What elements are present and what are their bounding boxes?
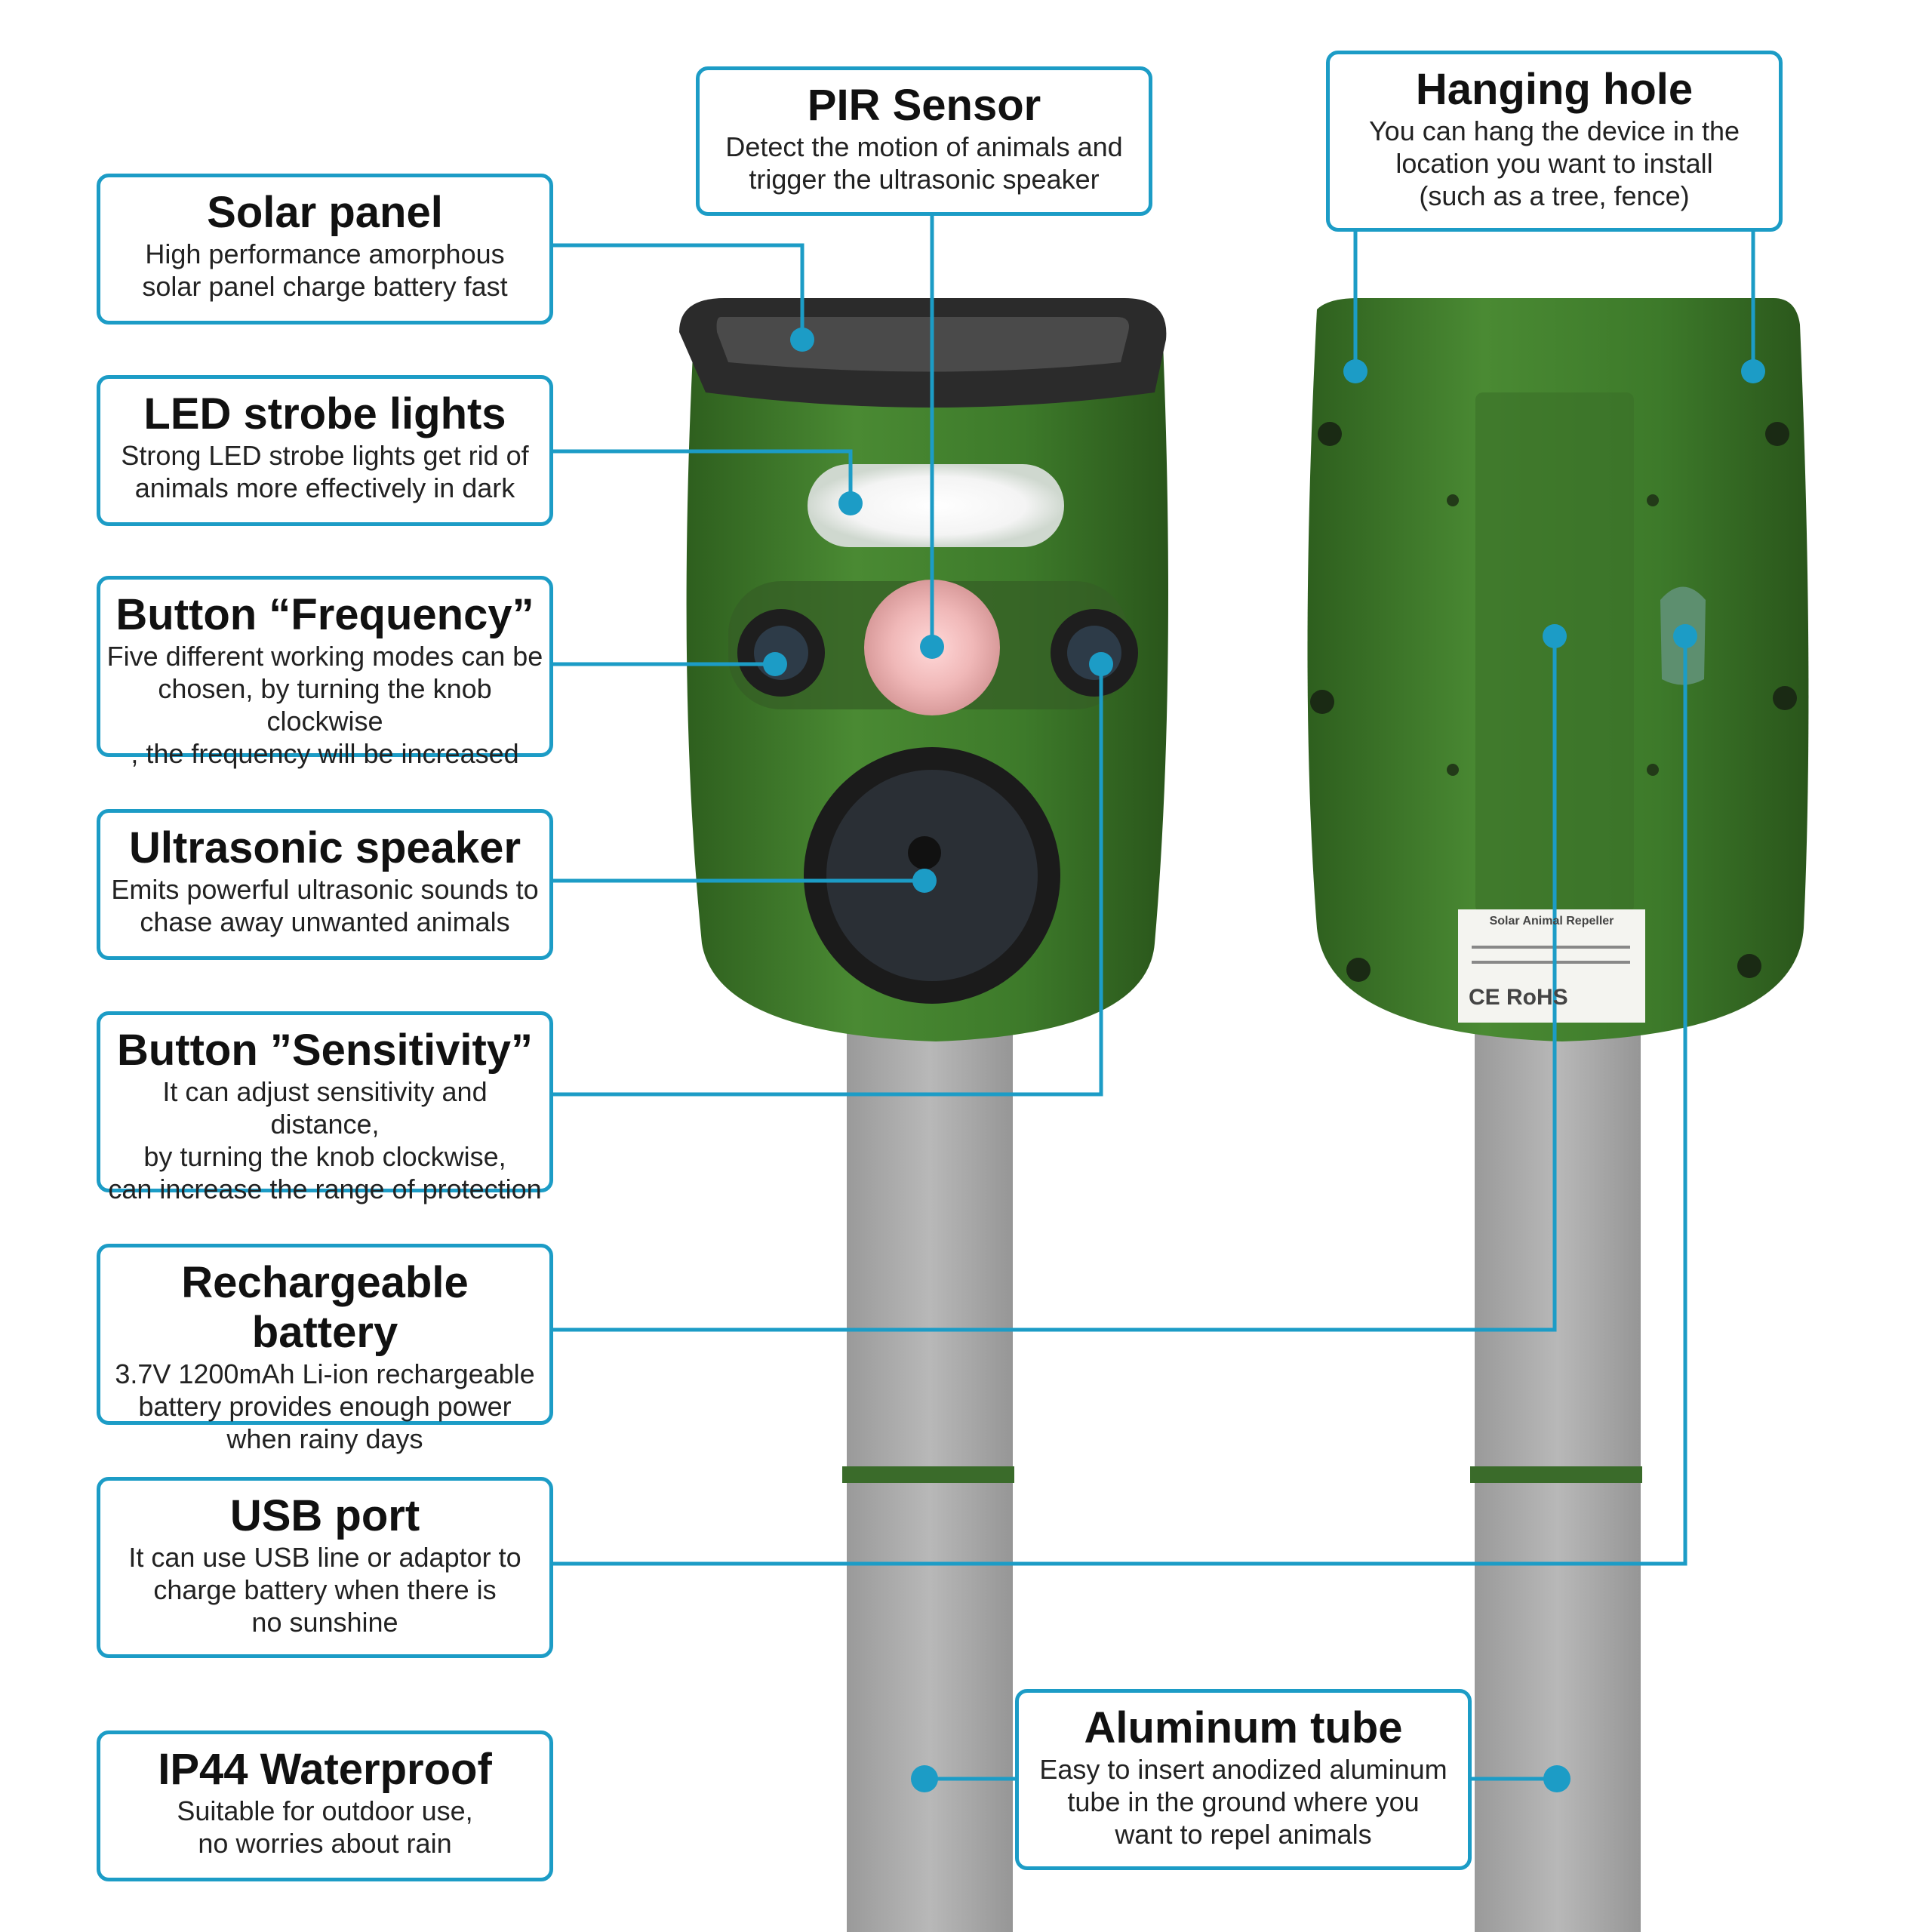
leader-usb xyxy=(552,635,1687,1566)
callout-button-sensitivity: Button ”Sensitivity” It can adjust sensi… xyxy=(97,1011,553,1204)
button-frequency-title: Button “Frequency” xyxy=(115,590,534,639)
callout-hanging-hole: Hanging hole You can hang the device in … xyxy=(1326,51,1783,232)
product-label-brand: Solar Animal Repeller xyxy=(1489,915,1614,928)
callout-rechargeable-battery: Rechargeable battery 3.7V 1200mAh Li-ion… xyxy=(97,1244,553,1454)
solar-panel-title: Solar panel xyxy=(207,188,443,237)
screw-hole xyxy=(1318,422,1342,446)
led-strobe-title: LED strobe lights xyxy=(143,389,506,438)
front-pole-band xyxy=(842,1466,1014,1483)
back-pole-band xyxy=(1470,1466,1642,1483)
leader-led-strobe xyxy=(552,449,853,502)
leader-sensitivity xyxy=(552,664,1103,1097)
pir-sensor-title: PIR Sensor xyxy=(807,81,1041,130)
ip44-title: IP44 Waterproof xyxy=(158,1745,492,1794)
callout-solar-panel: Solar panel High performance amorphous s… xyxy=(97,174,553,325)
dot-pir xyxy=(920,635,944,659)
usb-port-desc: It can use USB line or adaptor to charge… xyxy=(128,1542,521,1638)
dot-usb xyxy=(1673,624,1697,648)
screw-hole xyxy=(1447,764,1459,776)
led-strobe-window xyxy=(808,464,1064,547)
callout-ultrasonic-speaker: Ultrasonic speaker Emits powerful ultras… xyxy=(97,809,553,960)
hanging-hole-title: Hanging hole xyxy=(1415,65,1694,114)
aluminum-tube-title: Aluminum tube xyxy=(1084,1703,1403,1752)
screw-hole xyxy=(1647,494,1659,506)
product-label xyxy=(1458,909,1645,1023)
leader-dots xyxy=(763,328,1765,1792)
usb-port-title: USB port xyxy=(229,1491,420,1540)
solar-panel-desc: High performance amorphous solar panel c… xyxy=(142,238,508,302)
dot-battery xyxy=(1543,624,1567,648)
leader-battery xyxy=(552,635,1557,1332)
screw-hole xyxy=(1773,686,1797,710)
ultrasonic-speaker-title: Ultrasonic speaker xyxy=(128,823,521,872)
dot-speaker xyxy=(912,869,937,893)
product-label-marks: CE RoHS xyxy=(1469,985,1568,1010)
screw-hole xyxy=(1346,958,1371,982)
rechargeable-battery-title: Rechargeable battery xyxy=(181,1258,469,1357)
screw-hole xyxy=(1647,764,1659,776)
callout-pir-sensor: PIR Sensor Detect the motion of animals … xyxy=(696,66,1152,216)
callout-ip44: IP44 Waterproof Suitable for outdoor use… xyxy=(97,1730,553,1881)
screw-hole xyxy=(1737,954,1761,978)
dot-tube-right xyxy=(1543,1765,1571,1792)
callout-usb-port: USB port It can use USB line or adaptor … xyxy=(97,1477,553,1658)
screw-hole xyxy=(1310,690,1334,714)
button-frequency-desc: Five different working modes can be chos… xyxy=(106,641,543,769)
screw-hole xyxy=(1447,494,1459,506)
dot-solar-panel xyxy=(790,328,814,352)
ultrasonic-speaker-center xyxy=(908,836,941,869)
dot-hanging-right xyxy=(1741,359,1765,383)
solar-panel xyxy=(716,317,1129,372)
ip44-desc: Suitable for outdoor use, no worries abo… xyxy=(177,1795,473,1859)
button-sensitivity-desc: It can adjust sensitivity and distance, … xyxy=(108,1076,542,1204)
callout-button-frequency: Button “Frequency” Five different workin… xyxy=(97,576,553,769)
dot-sensitivity xyxy=(1089,652,1113,676)
dot-hanging-left xyxy=(1343,359,1367,383)
dot-led-strobe xyxy=(838,491,863,515)
callout-led-strobe: LED strobe lights Strong LED strobe ligh… xyxy=(97,375,553,526)
dot-frequency xyxy=(763,652,787,676)
pir-sensor-desc: Detect the motion of animals and trigger… xyxy=(725,131,1123,195)
aluminum-tube-desc: Easy to insert anodized aluminum tube in… xyxy=(1039,1754,1447,1850)
leader-solar-panel xyxy=(552,243,804,338)
rechargeable-battery-desc: 3.7V 1200mAh Li-ion rechargeable battery… xyxy=(115,1358,535,1454)
led-strobe-desc: Strong LED strobe lights get rid of anim… xyxy=(121,440,529,503)
dot-tube-left xyxy=(911,1765,938,1792)
button-sensitivity-title: Button ”Sensitivity” xyxy=(116,1026,534,1075)
screw-hole xyxy=(1765,422,1789,446)
ultrasonic-speaker-desc: Emits powerful ultrasonic sounds to chas… xyxy=(111,874,539,937)
hanging-hole-desc: You can hang the device in the location … xyxy=(1368,115,1740,211)
callout-aluminum-tube: Aluminum tube Easy to insert anodized al… xyxy=(1015,1689,1472,1870)
leader-lines xyxy=(552,215,1755,1781)
